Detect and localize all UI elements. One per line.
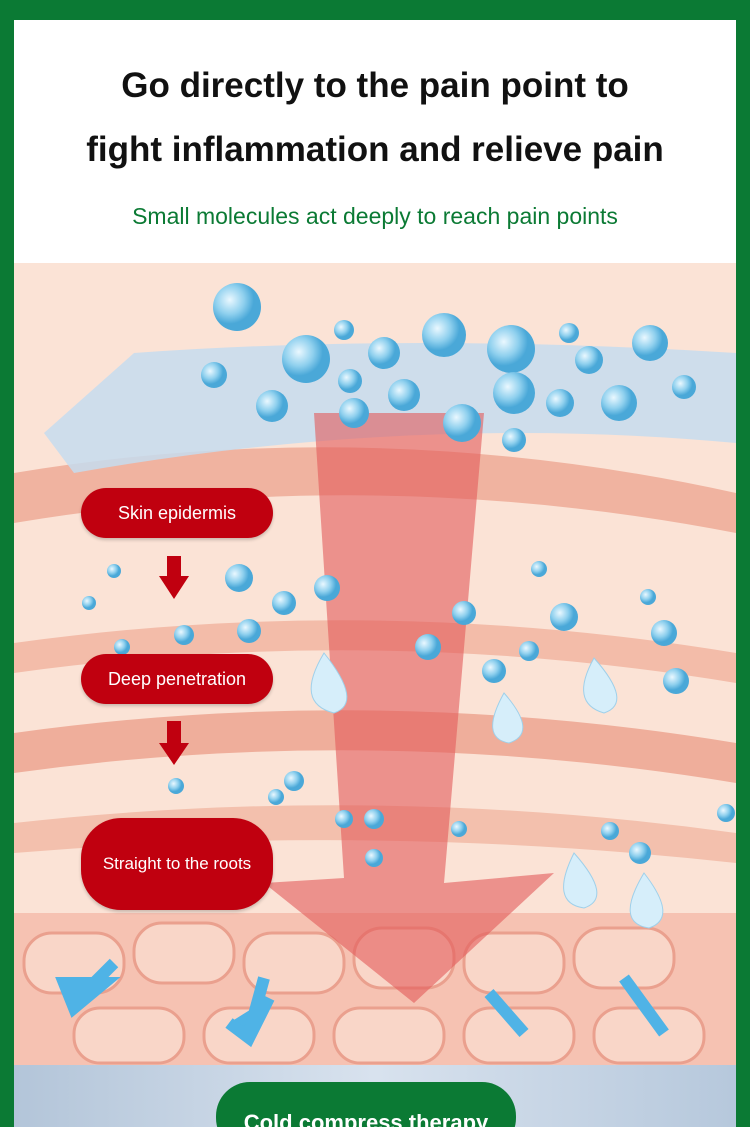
penetration-arrow	[264, 413, 554, 1003]
footer-band: Cold compress therapy	[14, 1065, 736, 1127]
step-arrows	[159, 556, 189, 765]
cold-compress-therapy-button: Cold compress therapy	[216, 1082, 516, 1127]
headline-line-2: fight inflammation and relieve pain	[86, 130, 664, 169]
product-panel: Go directly to the pain point to fight in…	[14, 20, 736, 1127]
headline-line-1: Go directly to the pain point to	[121, 66, 629, 105]
skin-layers-graphic	[14, 263, 736, 1065]
headline: Go directly to the pain point to fight in…	[14, 54, 736, 182]
skin-penetration-illustration: Skin epidermis Deep penetration Straight…	[14, 263, 736, 1065]
subtitle: Small molecules act deeply to reach pain…	[132, 203, 618, 229]
step-skin-epidermis: Skin epidermis	[81, 488, 273, 538]
step-deep-penetration: Deep penetration	[81, 654, 273, 704]
step-straight-to-roots: Straight to the roots	[81, 818, 273, 910]
